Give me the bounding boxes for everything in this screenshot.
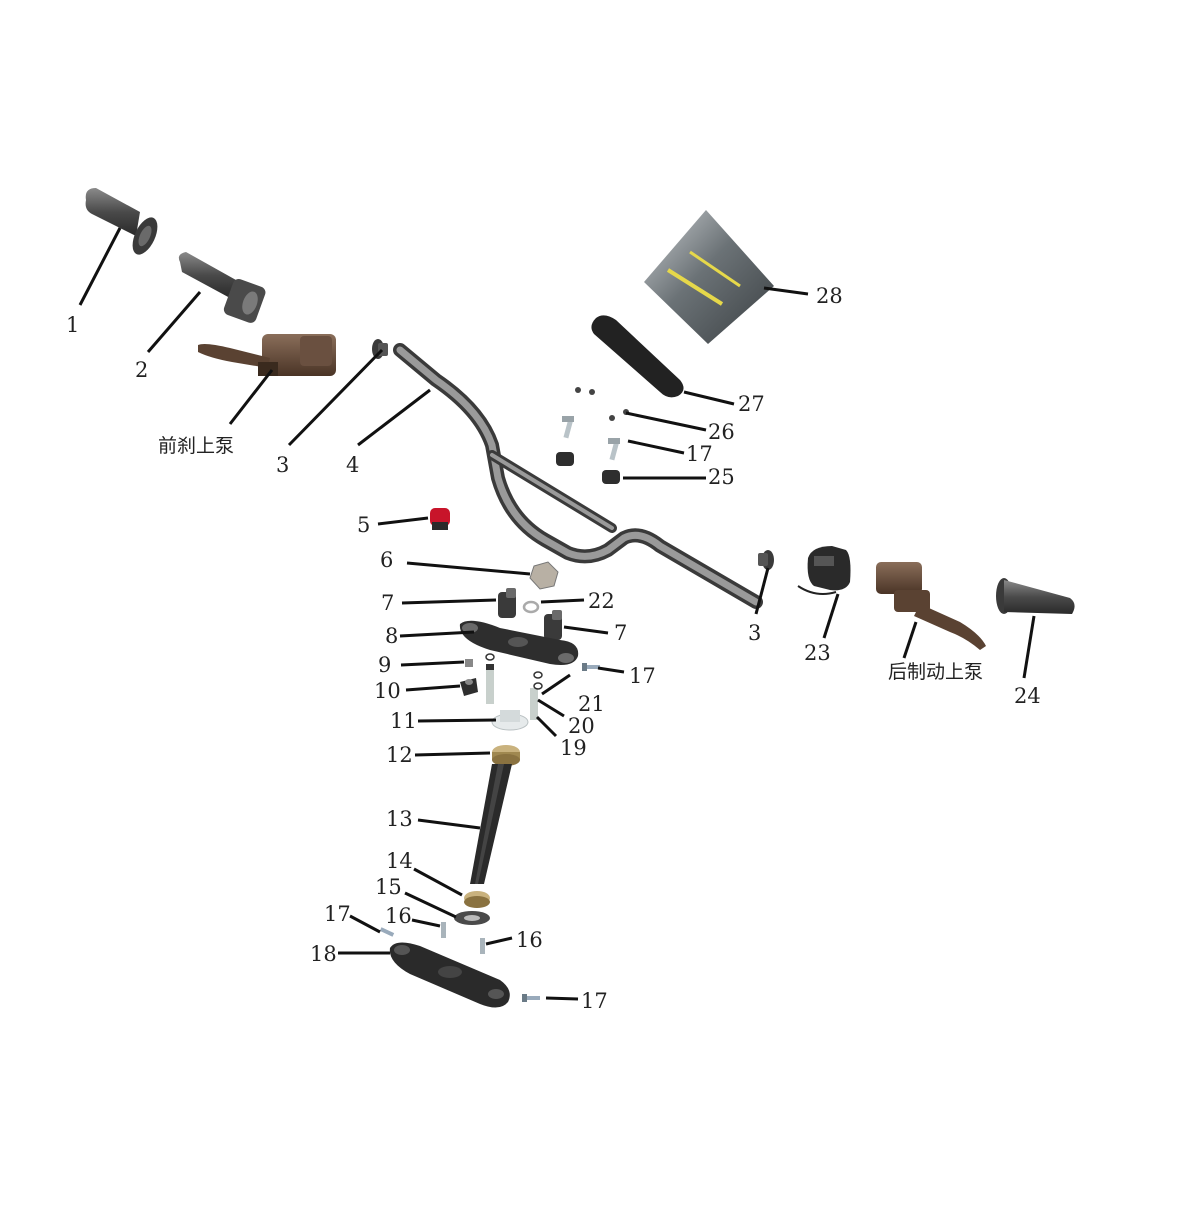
callout-19: 19 [560,736,587,760]
bar-pad-cover-28-part [644,210,774,344]
bracket-10-part [460,678,478,696]
callout-26: 26 [708,420,735,444]
left-grip-part [85,188,158,255]
callout-24: 24 [1014,684,1041,708]
callout-17-top: 17 [686,442,713,466]
dust-seal-11-part [491,710,529,731]
callout-10: 10 [374,679,401,703]
bolt-17-top-right-part [608,438,620,461]
washer-20-part [533,682,543,690]
rear-brake-master-cylinder-label: 后制动上泵 [888,661,983,683]
bar-end-right-part [758,550,774,570]
throttle-grip-part [178,252,266,323]
callout-17-lower-right: 17 [581,989,608,1013]
washer-15-part [454,911,490,925]
callout-22: 22 [588,589,615,613]
callout-28: 28 [816,284,843,308]
washer-22-part [522,600,540,614]
bolt-17-top-left-part [562,416,574,439]
nut-26-a-part [575,387,581,393]
callout-18: 18 [310,942,337,966]
handlebar-part [393,343,763,609]
callout-8: 8 [385,624,398,648]
bolt-16-left-part [441,922,446,938]
callout-27: 27 [738,392,765,416]
clamp-25-right-part [602,470,620,484]
nut-26-b-part [589,389,595,395]
callout-25: 25 [708,465,735,489]
bar-clamp-left-part [498,588,516,618]
callout-3-left: 3 [276,453,289,477]
callout-17-upper: 17 [629,664,656,688]
callout-16-left: 16 [385,904,412,928]
callout-13: 13 [386,807,413,831]
callout-7-right: 7 [614,621,627,645]
clamp-bolt-left-part [485,653,495,704]
callout-9: 9 [378,653,391,677]
callout-1: 1 [66,313,79,337]
lower-bearing-14-part [464,891,490,908]
callout-11: 11 [390,709,417,733]
bolt-17-lower-right-part [522,994,540,1002]
callout-4: 4 [346,453,359,477]
callout-20: 20 [568,714,595,738]
steering-stem-13-part [470,764,512,884]
callout-16-right: 16 [516,928,543,952]
clamp-25-left-part [556,452,574,466]
callout-14: 14 [386,849,413,873]
lower-triple-clamp-18-part [389,942,510,1008]
bar-pad-27-part [591,315,684,398]
callout-17-lower-left: 17 [324,902,351,926]
callout-labels: 1 2 3 3 4 5 6 7 7 8 9 10 11 12 13 14 15 … [66,284,1041,1013]
upper-triple-clamp-part [459,620,579,665]
nut-26-c-part [609,415,615,421]
bar-clamp-right-part [544,610,562,640]
callout-3-right: 3 [748,621,761,645]
front-brake-master-cylinder-part [198,334,336,376]
bolt-17-upper-part [582,663,600,671]
bolt-9-part [465,659,473,667]
washer-21-part [533,671,543,679]
upper-bearing-12-part [492,745,520,766]
top-nut-part [529,561,559,590]
callout-15: 15 [375,875,402,899]
leader-lines [78,227,1036,1001]
switch-housing-23-part [797,546,851,595]
right-grip-part [996,578,1075,614]
clamp-bolt-19-part [530,688,538,720]
callout-7-left: 7 [381,591,394,615]
bolt-16-right-part [480,938,485,954]
callout-5: 5 [357,513,370,537]
callout-12: 12 [386,743,413,767]
callout-23: 23 [804,641,831,665]
red-switch-part [430,508,450,530]
rear-brake-master-cylinder-part [876,562,986,650]
bolt-17-lower-left-part [379,927,395,937]
callout-2: 2 [135,358,148,382]
callout-21: 21 [578,692,605,716]
callout-6: 6 [380,548,393,572]
front-brake-master-cylinder-label: 前刹上泵 [158,435,234,457]
